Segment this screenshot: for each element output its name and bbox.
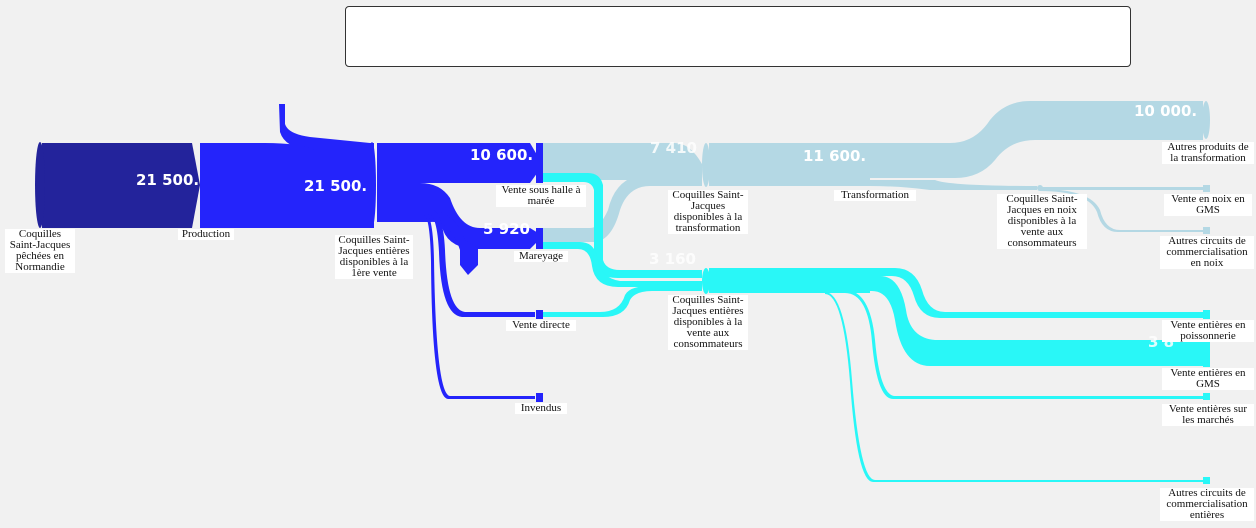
node-dispo-transfo: [702, 143, 710, 187]
flow-transfo-to-transformation: [709, 143, 870, 186]
consumer-flows: [543, 173, 1210, 484]
value-peche: 21 500.: [136, 171, 200, 189]
node-peche: [35, 142, 45, 228]
flow-conso-to-autres-entieres: [825, 292, 1203, 482]
flow-noix-to-gms: [1040, 187, 1203, 190]
label-mareyage: Mareyage: [514, 251, 568, 262]
flow-transformation-to-noix: [870, 180, 1037, 190]
label-marches: Vente entières sur les marchés: [1162, 404, 1254, 426]
diagram-title-box: [345, 6, 1131, 67]
node-premiere-vente: [368, 142, 376, 228]
label-vente-directe: Vente directe: [506, 320, 576, 331]
label-transformation: Transformation: [834, 190, 916, 201]
first-sale-flows: [200, 104, 543, 402]
catch-flows: [35, 142, 200, 228]
flow-conso-main: [709, 268, 870, 293]
flow-mareyage-to-conso: [543, 242, 702, 287]
node-vente-directe: [536, 310, 543, 319]
node-mareyage: [536, 228, 543, 249]
label-peche: Coquilles Saint-Jacques pêchées en Norma…: [5, 229, 75, 273]
flow-directe-to-conso: [543, 286, 702, 317]
label-noix-gms: Vente en noix en GMS: [1164, 194, 1252, 216]
label-noix: Coquilles Saint-Jacques en noix disponib…: [997, 194, 1087, 249]
flow-transformation-to-autres-produits: [870, 101, 1203, 178]
node-noix-gms: [1203, 185, 1210, 192]
flow-premiere-to-mareyage: [377, 183, 543, 249]
conso-nodes: [702, 268, 710, 294]
node-noix: [1037, 185, 1043, 191]
value-premiere-vente: 21 500.: [304, 177, 368, 195]
flow-premiere-to-halle: [377, 143, 543, 183]
node-gms: [1203, 338, 1210, 367]
transformation-flows: [543, 101, 1210, 242]
value-mareyage: 5 920: [483, 220, 530, 238]
label-poissonnerie: Vente entières en poissonnerie: [1162, 320, 1254, 342]
flow-halle-to-transfo: [543, 143, 702, 180]
node-production: [200, 143, 208, 228]
label-production: Production: [178, 229, 234, 240]
flow-conso-to-poissonnerie: [870, 268, 1203, 318]
value-vente-halle: 10 600.: [470, 146, 534, 164]
flow-import-to-premiere-vente: [279, 104, 370, 150]
flow-conso-to-gms: [870, 276, 1203, 366]
value-dispo-conso: 3 160: [649, 250, 696, 268]
value-transformation: 11 600.: [803, 147, 867, 165]
node-autres-entieres: [1203, 477, 1210, 484]
node-marches: [1203, 393, 1210, 400]
flow-mareyage-to-transfo: [543, 172, 702, 242]
label-dispo-transfo: Coquilles Saint-Jacques disponibles à la…: [668, 190, 748, 234]
label-invendus: Invendus: [515, 403, 567, 414]
label-noix-autres: Autres circuits de commercialisation en …: [1160, 236, 1254, 269]
flow-peche-to-production: [42, 143, 200, 228]
label-autres-produits: Autres produits de la transformation: [1162, 142, 1254, 164]
node-vente-halle: [536, 143, 543, 183]
label-autres-entieres: Autres circuits de commercialisation ent…: [1160, 488, 1254, 521]
node-autres-produits: [1202, 101, 1210, 139]
label-dispo-conso: Coquilles Saint-Jacques entières disponi…: [668, 295, 748, 350]
flow-premiere-to-perte: [377, 210, 478, 275]
flow-production-to-premiere-vente: [208, 143, 370, 228]
node-noix-autres: [1203, 227, 1210, 234]
node-poissonnerie: [1203, 310, 1210, 319]
transfo-nodes: [702, 143, 710, 187]
node-invendus: [536, 393, 543, 402]
node-dispo-conso: [702, 268, 710, 294]
value-autres-produits: 10 000.: [1134, 102, 1198, 120]
label-premiere-vente: Coquilles Saint-Jacques entières disponi…: [335, 235, 413, 279]
value-dispo-transfo: 7 410: [650, 139, 697, 157]
label-gms: Vente entières en GMS: [1162, 368, 1254, 390]
label-vente-halle: Vente sous halle à marée: [496, 185, 586, 207]
